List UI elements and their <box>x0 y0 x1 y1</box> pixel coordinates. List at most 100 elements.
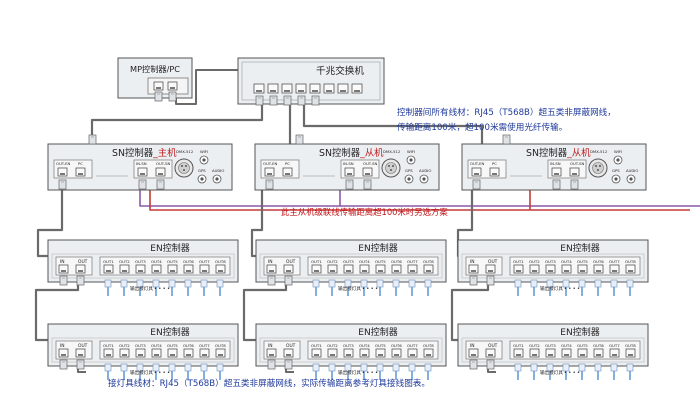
rj45-port <box>513 264 524 274</box>
lamp-plug <box>408 363 416 372</box>
rj45-port <box>343 264 354 274</box>
rj45-port <box>561 348 572 358</box>
lamp-plug <box>546 363 554 372</box>
en-output-label: OUT3 <box>343 343 354 348</box>
rj45-pin-block <box>78 354 83 356</box>
en-in-label: IN <box>470 343 475 349</box>
sn-port-label: OUT-SN <box>363 161 378 166</box>
gps-antenna-core <box>407 177 411 181</box>
lamp-plug <box>408 279 416 288</box>
rj45-port <box>362 167 373 177</box>
sn-port-label: IN-SN <box>550 161 561 166</box>
cable-plug <box>267 275 276 286</box>
rj45-port <box>327 264 338 274</box>
switch-title: 千兆交换机 <box>316 65 364 77</box>
rj45-pin-block <box>170 354 175 356</box>
rj45-port <box>359 264 370 274</box>
rj45-pin-block <box>572 173 577 175</box>
rj45-port <box>167 81 178 91</box>
rj45-pin-block <box>362 270 367 272</box>
en-output-label: OUT1 <box>311 259 322 264</box>
en-out-label: OUT <box>286 259 296 265</box>
wifi-antenna-core <box>202 158 206 162</box>
en-inner-frame <box>259 253 443 279</box>
rj45-pin-block <box>186 354 191 356</box>
cable-switch-to-sn3 <box>302 104 484 144</box>
rj45-port <box>337 83 349 94</box>
en-output-label: OUT3 <box>545 343 556 348</box>
rj45-pin-block <box>106 354 111 356</box>
en-out-label: OUT <box>78 259 88 265</box>
en-output-label: OUT4 <box>561 343 572 348</box>
lamp-plug <box>424 279 432 288</box>
xlr-pin <box>185 165 187 167</box>
en-in-label: IN <box>60 259 65 265</box>
cable-plug <box>58 179 67 190</box>
en-inner-frame <box>51 253 235 279</box>
xlr-pin <box>595 165 597 167</box>
rj45-pin-block <box>330 270 335 272</box>
rj45-pin-block <box>426 270 431 272</box>
rj45-port <box>151 264 162 274</box>
rj45-port <box>485 348 496 358</box>
rj45-port <box>183 264 194 274</box>
rj45-pin-block <box>474 173 479 175</box>
en-output-label: OUT6 <box>183 343 194 348</box>
switch-inner-frame <box>241 61 381 101</box>
rj45-port <box>199 348 210 358</box>
rj45-port <box>593 348 604 358</box>
cable-plug <box>267 359 276 370</box>
cable-switch-to-sn1 <box>90 104 264 144</box>
sn-xlr-label: DMX-512 <box>590 149 608 154</box>
cable-plug <box>283 95 292 106</box>
xlr-pin <box>599 165 601 167</box>
en-output-label: OUT6 <box>391 343 402 348</box>
rj45-pin-block <box>554 173 559 175</box>
lamp-plug <box>626 279 634 288</box>
cable-plug <box>570 179 579 190</box>
rj45-pin-block <box>516 270 521 272</box>
rj45-port <box>153 81 164 91</box>
lamp-plug <box>152 363 160 372</box>
lamp-plug <box>120 363 128 372</box>
rj45-port <box>167 264 178 274</box>
mp-controller: MP控制器/PC <box>117 57 193 102</box>
rj45-port <box>407 264 418 274</box>
xlr-pin <box>392 165 394 167</box>
rj45-port <box>58 264 69 274</box>
rj45-port <box>344 167 355 177</box>
lamp-plug <box>104 363 112 372</box>
en-output-label: OUT3 <box>135 343 146 348</box>
en-inner-frame <box>51 337 235 363</box>
en-controller-title: EN控制器 <box>358 326 397 338</box>
rj45-port <box>119 264 130 274</box>
sn-xlr-label: DMX-512 <box>383 149 401 154</box>
rj45-port <box>282 167 293 177</box>
lamp-plug <box>360 363 368 372</box>
en-dots: • • • • <box>362 371 378 376</box>
rj45-pin-block <box>362 354 367 356</box>
cable-plug <box>154 91 163 102</box>
en-inner-frame <box>259 337 443 363</box>
lamp-plug <box>200 363 208 372</box>
rj45-pin-block <box>394 270 399 272</box>
rj45-pin-block <box>256 90 262 92</box>
rj45-port <box>75 348 86 358</box>
en-output-label: OUT7 <box>199 259 210 264</box>
en-output-panel <box>509 256 641 276</box>
rj45-pin-block <box>186 270 191 272</box>
en-output-label: OUT6 <box>593 343 604 348</box>
rj45-pin-block <box>285 173 290 175</box>
lamp-plug <box>344 279 352 288</box>
rj45-port <box>281 83 293 94</box>
en-out-label: OUT <box>488 343 498 349</box>
en-controller-title: EN控制器 <box>560 242 599 254</box>
en-controller-title: EN控制器 <box>150 242 189 254</box>
en-output-label: OUT1 <box>513 343 524 348</box>
cable-en-chain-1 <box>34 280 80 342</box>
rj45-port <box>577 348 588 358</box>
